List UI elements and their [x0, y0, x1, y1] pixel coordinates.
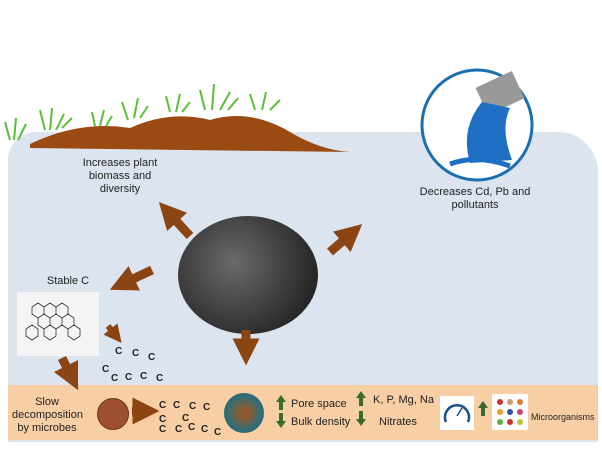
- carbon: C: [125, 372, 133, 383]
- graphene-structure-icon: [17, 292, 99, 356]
- carbon: C: [159, 400, 167, 411]
- soil-aggregate-icon: [224, 393, 264, 433]
- biochar-particle: [178, 216, 318, 334]
- carbon: C: [214, 427, 222, 438]
- arrow-to-plants: [158, 202, 194, 240]
- grass-mound-icon: [4, 83, 350, 152]
- nitrates-label: Nitrates: [379, 416, 417, 428]
- ph-gauge-icon: [440, 396, 474, 430]
- carbon: C: [102, 364, 110, 375]
- plant-label: Increases plant biomass and diversity: [82, 157, 158, 195]
- carbon: C: [201, 424, 209, 435]
- up-arrow-icon: [356, 391, 366, 406]
- carbon: C: [159, 424, 167, 435]
- stable-c-label: Stable C: [46, 275, 90, 287]
- down-arrow-icon: [356, 411, 366, 426]
- carbon: C: [115, 346, 123, 357]
- pore-space-label: Pore space: [291, 398, 347, 410]
- carbon: C: [159, 414, 167, 425]
- microorganisms-label: Microorganisms: [531, 412, 595, 422]
- nutrients-label: K, P, Mg, Na: [373, 394, 434, 406]
- carbon: C: [189, 401, 197, 412]
- carbon: C: [182, 413, 190, 424]
- microbe-icon: [97, 398, 129, 430]
- carbon: C: [156, 373, 164, 384]
- carbon: C: [140, 371, 148, 382]
- bulk-density-label: Bulk density: [291, 416, 351, 428]
- carbon: C: [132, 348, 140, 359]
- carbon: C: [175, 424, 183, 435]
- pollutants-label: Decreases Cd, Pb and pollutants: [419, 186, 531, 211]
- arrow-stable-c-to-carbon: [103, 323, 122, 344]
- microorganisms-icon: [492, 394, 528, 430]
- carbon: C: [188, 422, 196, 433]
- arrow-to-pollutants: [327, 224, 363, 256]
- up-arrow-icon: [478, 401, 488, 416]
- decomposition-label: Slow decomposition by microbes: [12, 396, 83, 434]
- down-arrow-icon: [276, 413, 286, 428]
- arrow-to-stable-c: [109, 265, 154, 291]
- carbon: C: [203, 402, 211, 413]
- carbon: C: [148, 352, 156, 363]
- carbon: C: [173, 400, 181, 411]
- carbon: C: [111, 373, 119, 384]
- arrow-to-decomposition: [53, 355, 79, 391]
- up-arrow-icon: [276, 395, 286, 410]
- wastewater-pipe-icon: [420, 68, 534, 182]
